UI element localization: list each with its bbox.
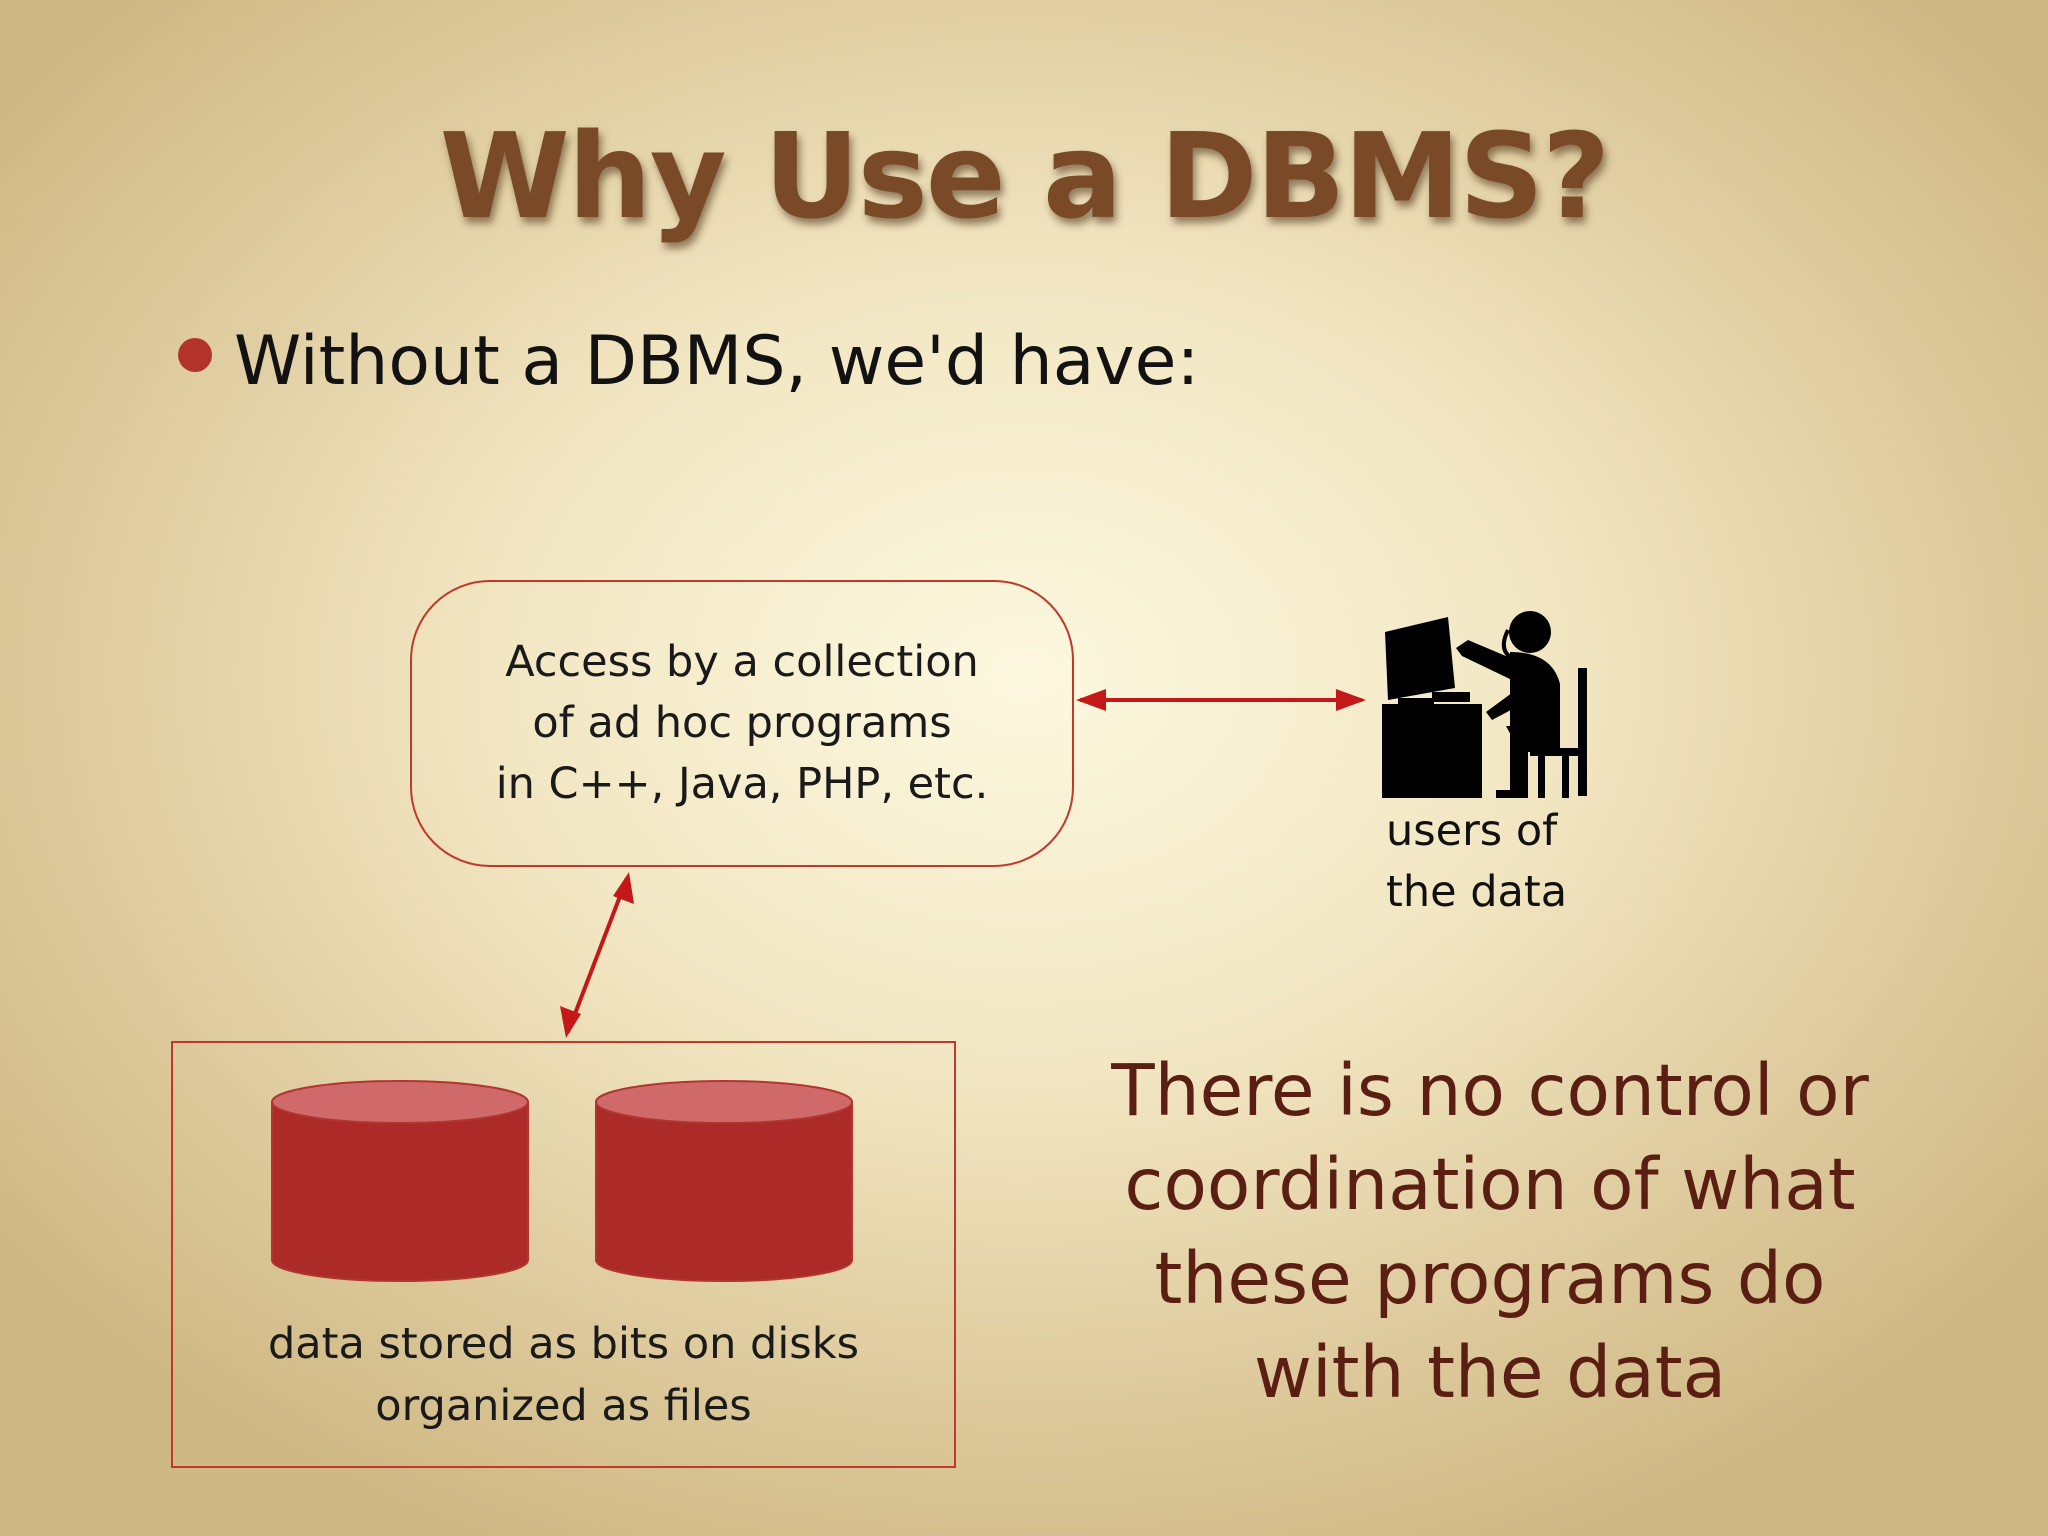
- storage-caption-line: data stored as bits on disks: [267, 1319, 860, 1369]
- programs-users-arrow: [1076, 689, 1366, 711]
- slide-title: Why Use a DBMS?: [439, 107, 1611, 245]
- users-label: users of the data: [1386, 801, 1567, 923]
- programs-line: of ad hoc programs: [532, 698, 952, 748]
- programs-box-text: Access by a collection of ad hoc program…: [496, 632, 989, 815]
- note-line: with the data: [1253, 1331, 1727, 1414]
- note-line: coordination of what: [1124, 1143, 1856, 1226]
- user-at-computer-icon: [1382, 611, 1587, 798]
- disk-cylinder-1: [271, 1080, 529, 1282]
- no-control-note: There is no control or coordination of w…: [1100, 1044, 1880, 1420]
- bullet-text: Without a DBMS, we'd have:: [234, 322, 1200, 401]
- note-line: these programs do: [1154, 1237, 1826, 1320]
- storage-caption-line: organized as files: [375, 1381, 752, 1431]
- programs-storage-arrow: [560, 872, 634, 1038]
- bullet-dot-icon: [178, 338, 212, 373]
- ad-hoc-programs-box: Access by a collection of ad hoc program…: [410, 580, 1074, 867]
- users-label-line: users of: [1386, 806, 1558, 856]
- bullet-item: Without a DBMS, we'd have:: [178, 322, 1200, 401]
- storage-caption: data stored as bits on disks organized a…: [173, 1313, 954, 1437]
- users-label-line: the data: [1386, 867, 1568, 917]
- disk-cylinder-2: [595, 1080, 853, 1282]
- note-line: There is no control or: [1111, 1049, 1869, 1132]
- data-storage-box: data stored as bits on disks organized a…: [171, 1041, 956, 1468]
- programs-line: Access by a collection: [505, 637, 979, 687]
- programs-line: in C++, Java, PHP, etc.: [495, 759, 989, 809]
